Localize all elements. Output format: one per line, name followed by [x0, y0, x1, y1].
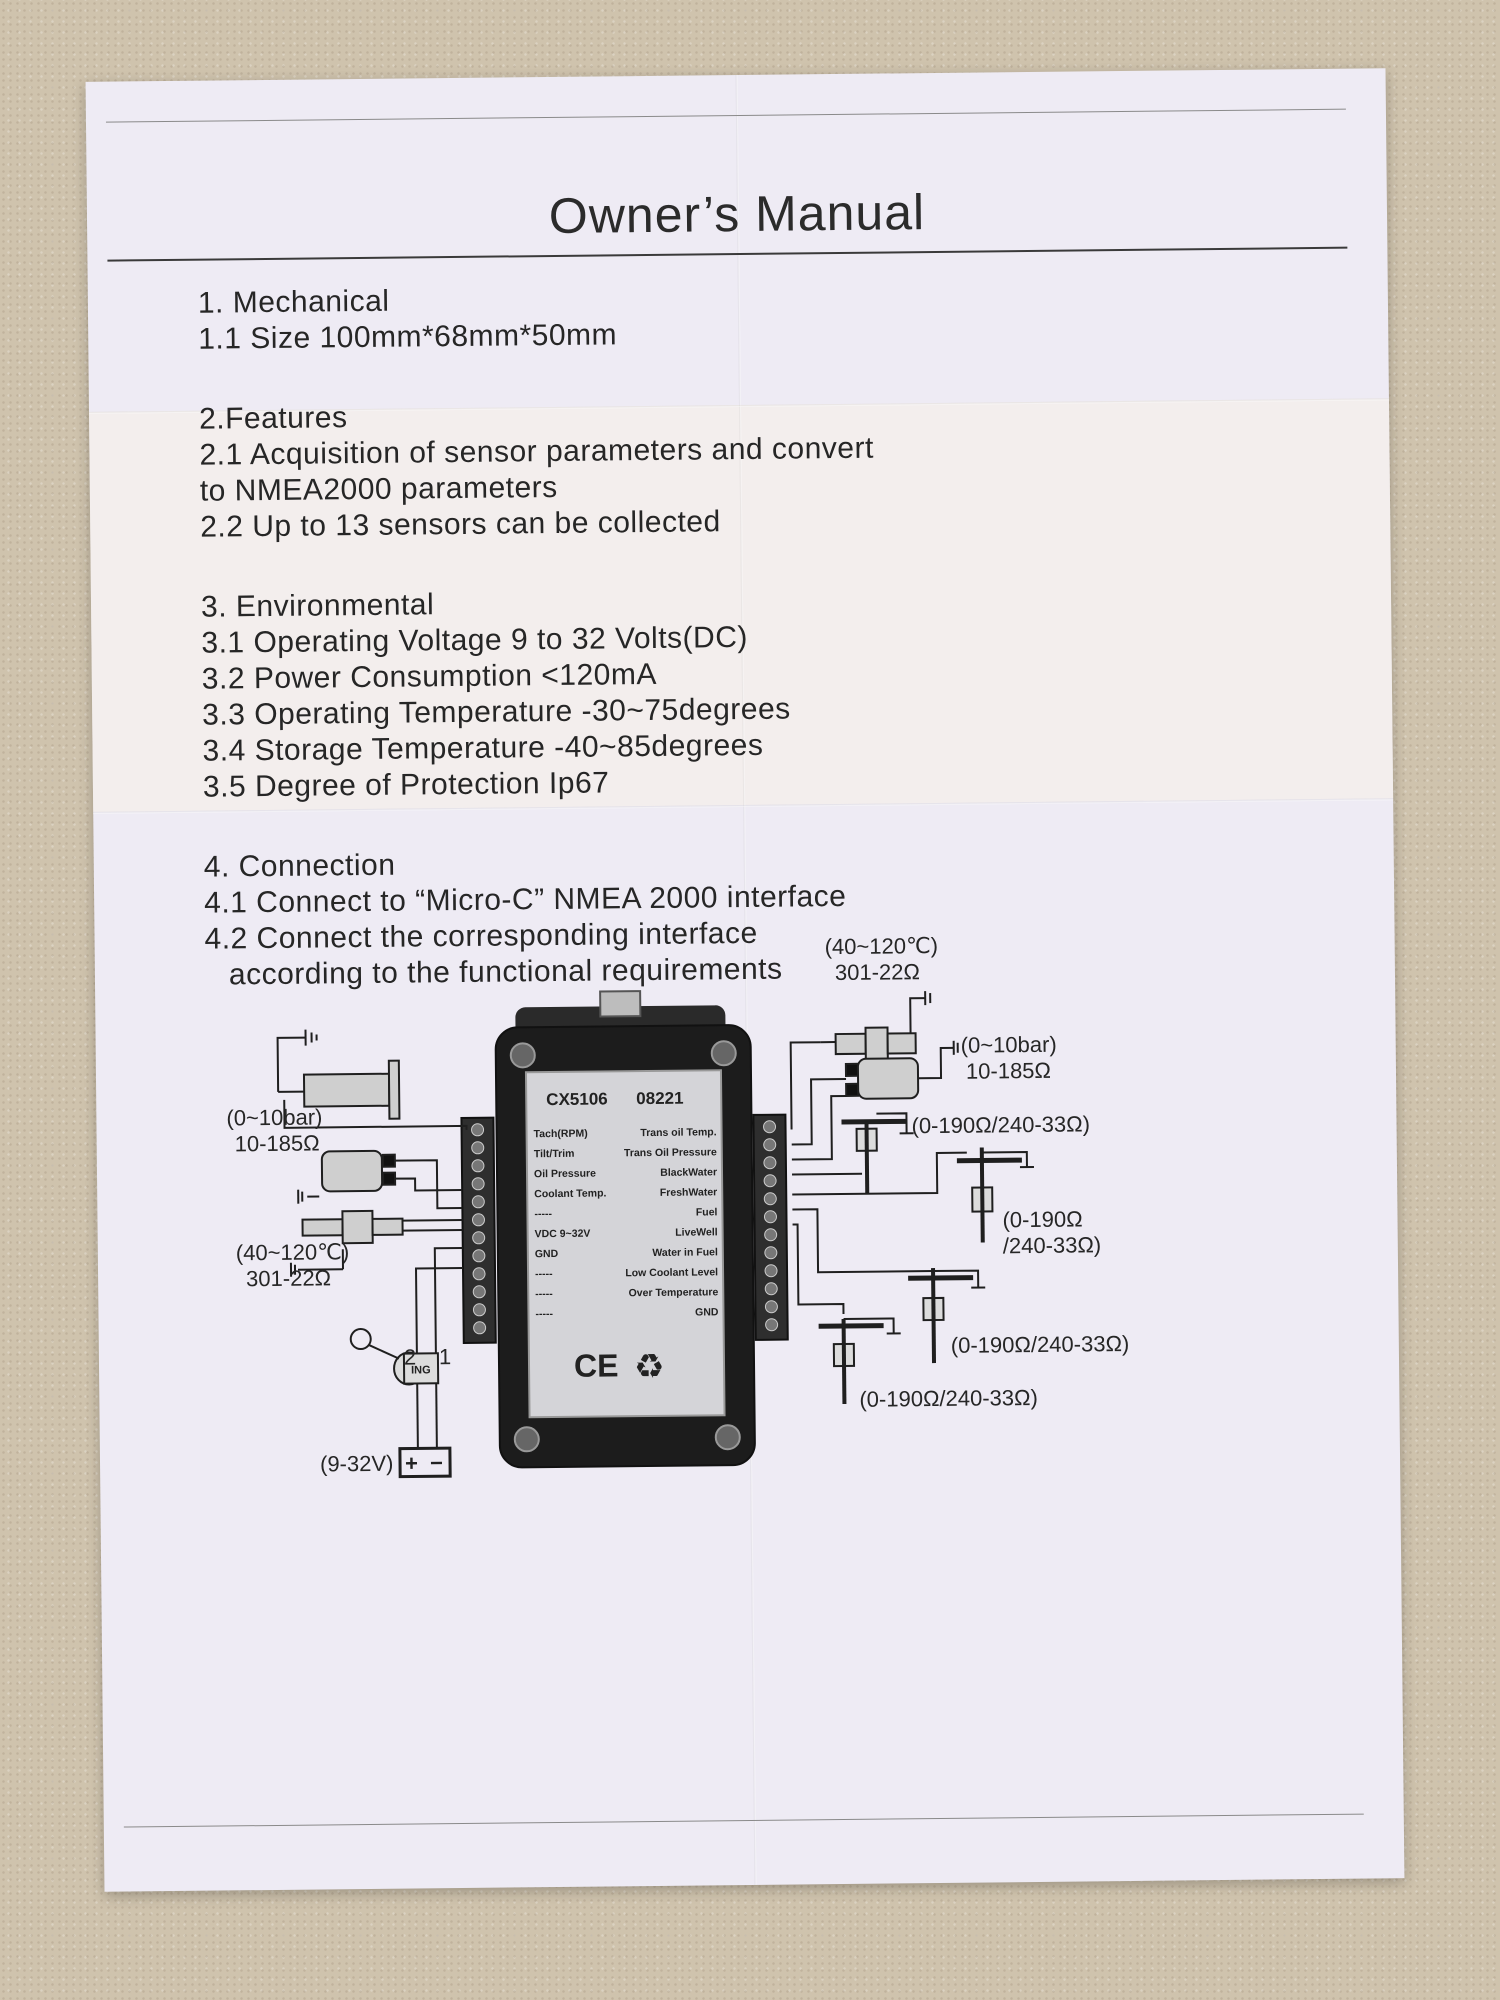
level-range-2a: (0-190Ω: [1002, 1206, 1082, 1232]
left-wiring: ING + −: [276, 1029, 468, 1479]
terminal-screw: [763, 1138, 777, 1152]
terminal-screw: [764, 1246, 778, 1260]
pin-label: -----: [535, 1288, 553, 1300]
device-pin-labels-right: Trans oil Temp. Trans Oil Pressure Black…: [624, 1126, 719, 1318]
temp-resistance-left: 301-22Ω: [246, 1265, 331, 1291]
pressure-resistance-right: 10-185Ω: [966, 1058, 1051, 1084]
pressure-range-left: (0~10bar): [226, 1104, 322, 1130]
pin-label: Coolant Temp.: [534, 1187, 606, 1200]
pin-label: -----: [535, 1308, 553, 1320]
terminal-screw: [763, 1192, 777, 1206]
terminal-screw: [472, 1231, 486, 1245]
spec-text: 1. Mechanical 1.1 Size 100mm*68mm*50mm 2…: [198, 276, 1105, 993]
pin-label: BlackWater: [660, 1166, 717, 1179]
top-rule: [105, 108, 1346, 123]
wiring-diagram: CX5106 08221 Tach(RPM) Tilt/Trim Oil Pre…: [226, 933, 1129, 1479]
pin-label: Tach(RPM): [534, 1128, 588, 1141]
pin-label: GND: [695, 1306, 719, 1318]
terminal-screw: [763, 1156, 777, 1170]
page-title: Owner’s Manual: [548, 184, 926, 245]
pressure-range-right: (0~10bar): [961, 1032, 1057, 1058]
temp-range-left: (40~120℃): [236, 1239, 350, 1265]
right-wiring: [789, 991, 1034, 1405]
pin-label: Water in Fuel: [652, 1246, 718, 1259]
pressure-resistance-left: 10-185Ω: [235, 1130, 320, 1156]
section-environmental: 3. Environmental 3.1 Operating Voltage 9…: [201, 580, 1103, 805]
device-model: CX5106: [546, 1089, 608, 1109]
battery-voltage: (9-32V): [320, 1451, 394, 1477]
terminal-screw: [473, 1321, 487, 1335]
device-pin-labels-left: Tach(RPM) Tilt/Trim Oil Pressure Coolant…: [534, 1128, 607, 1321]
pin-label: Trans Oil Pressure: [624, 1146, 717, 1159]
terminal-screw: [471, 1123, 485, 1137]
terminal-screw: [763, 1120, 777, 1134]
terminal-screw: [471, 1159, 485, 1173]
manual-sheet: Owner’s Manual 1. Mechanical 1.1 Size 10…: [85, 68, 1405, 1892]
temp-range-right: (40~120℃): [825, 933, 939, 959]
pin-label: FreshWater: [660, 1186, 718, 1199]
ce-mark: CE: [574, 1347, 619, 1383]
pin-label: LiveWell: [675, 1226, 718, 1238]
pin-label: VDC 9~32V: [535, 1228, 591, 1241]
terminal-screw: [763, 1174, 777, 1188]
pin-label: Oil Pressure: [534, 1168, 596, 1181]
level-range-3: (0-190Ω/240-33Ω): [951, 1331, 1130, 1358]
terminal-screw: [471, 1195, 485, 1209]
level-range-4: (0-190Ω/240-33Ω): [859, 1385, 1038, 1412]
pin-label: -----: [535, 1268, 553, 1280]
battery-minus: −: [430, 1450, 443, 1475]
converter-unit: [460, 990, 789, 1469]
terminal-screw: [471, 1213, 485, 1227]
section-mechanical: 1. Mechanical 1.1 Size 100mm*68mm*50mm: [198, 276, 1099, 357]
terminal-screw: [764, 1228, 778, 1242]
terminal-screw: [764, 1282, 778, 1296]
terminal-screw: [472, 1249, 486, 1263]
ignition-label: ING: [411, 1364, 431, 1376]
sensor-labels: (40~120℃) 301-22Ω (0~10bar) 10-185Ω (0~1…: [226, 933, 1130, 1477]
title-rule: [107, 246, 1348, 262]
terminal-screw: [472, 1285, 486, 1299]
level-range-1: (0-190Ω/240-33Ω): [911, 1111, 1090, 1138]
wire-number-1: 1: [439, 1344, 452, 1369]
pin-label: Low Coolant Level: [625, 1266, 718, 1279]
pin-label: -----: [534, 1208, 552, 1220]
terminal-screw: [471, 1141, 485, 1155]
terminal-screw: [472, 1267, 486, 1281]
section-features: 2.Features 2.1 Acquisition of sensor par…: [199, 392, 1100, 545]
terminal-screw: [472, 1303, 486, 1317]
recycle-icon: ♻: [634, 1348, 665, 1386]
terminal-screw: [471, 1177, 485, 1191]
terminal-screw: [763, 1210, 777, 1224]
pin-label: Fuel: [696, 1206, 718, 1218]
key-icon: [349, 1328, 400, 1360]
terminal-screws-right: [763, 1120, 779, 1332]
temp-resistance-right: 301-22Ω: [835, 959, 920, 985]
pin-label: Trans oil Temp.: [640, 1126, 716, 1139]
terminal-screw: [765, 1318, 779, 1332]
terminal-screws-left: [471, 1123, 487, 1335]
device-code: 08221: [636, 1089, 683, 1108]
pin-label: Over Temperature: [629, 1286, 719, 1299]
pin-label: GND: [535, 1248, 559, 1260]
wire-number-2: 2: [404, 1344, 417, 1369]
terminal-screw: [764, 1300, 778, 1314]
battery-plus: +: [405, 1450, 418, 1475]
terminal-screw: [764, 1264, 778, 1278]
bottom-rule: [123, 1813, 1364, 1828]
pin-label: Tilt/Trim: [534, 1148, 575, 1160]
level-range-2b: /240-33Ω): [1003, 1232, 1102, 1258]
